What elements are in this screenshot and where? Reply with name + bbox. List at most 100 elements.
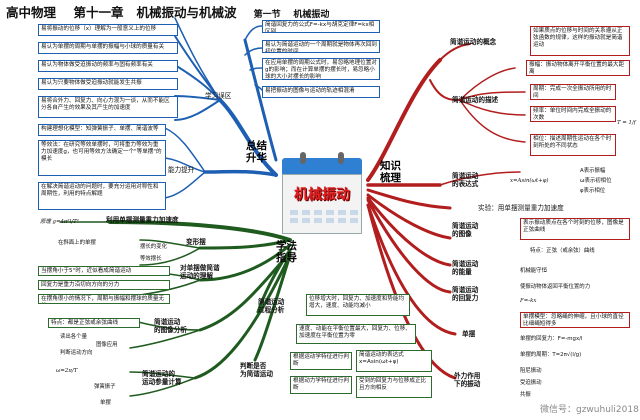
calendar-cell <box>326 218 334 223</box>
graph-analysis-label-line2: 的图像分析 <box>154 326 187 334</box>
restoring-formula: F=-kx <box>520 298 537 304</box>
calendar-cell <box>302 210 310 215</box>
judge-label-line2: 为简谐运动 <box>240 370 273 378</box>
expression-note: A表示振幅 <box>580 168 606 174</box>
understanding-item: 回复力是重力沿切向方向的分力 <box>38 280 170 290</box>
graph-analysis-item: 图像应用 <box>96 342 118 348</box>
judge-label: 判断是否 为简谐运动 <box>240 362 273 378</box>
misconception-item: 易将合外力、回复力、向心力混为一谈，从而不能区分各自产生的效果及其产生的加速度 <box>38 96 178 118</box>
params-label: 简谐运动的 运动参量计算 <box>142 370 182 386</box>
understanding-label: 对单摆做简谐 运动的理解 <box>180 264 220 280</box>
forced-item: 受迫振动 <box>520 380 542 386</box>
graph-label: 简谐运动 的图像 <box>452 222 478 238</box>
misconception-item: 易将振动的位移（x）理解为一般意义上的位移 <box>38 24 178 36</box>
calendar-cell <box>350 210 358 215</box>
branch-summary-line2: 升华 <box>246 152 267 164</box>
page-title: 高中物理 第十一章 机械振动与机械波 第一节 机械振动 <box>6 2 329 20</box>
branch-methods-line2: 指导 <box>276 252 297 264</box>
misconceptions-label: 学习误区 <box>205 92 232 100</box>
description-formula: T = 1/f <box>617 120 636 126</box>
params-label-line1: 简谐运动的 <box>142 370 175 378</box>
calendar-cell <box>350 218 358 223</box>
restoring-label: 简谐运动 的回复力 <box>452 286 478 302</box>
title-section-title: 机械振动 <box>293 10 330 20</box>
expression-label-line2: 的表达式 <box>452 180 479 188</box>
graph-label-line1: 简谐运动 <box>452 222 479 230</box>
branch-summary-line1: 总结 <box>246 140 267 152</box>
description-amplitude: 振幅：振动物体离开平衡位置的最大距离 <box>526 60 630 76</box>
forced-item: 共振 <box>520 392 531 398</box>
process-label: 简谐运动 过程分析 <box>258 298 284 314</box>
params-item: 弹簧振子 <box>94 384 116 390</box>
description-phase: 相位：描述周期性运动在各个时刻所处的不同状态 <box>530 134 616 156</box>
graph-label-line2: 的图像 <box>452 230 472 238</box>
summary-note: 易把振动的图像与运动的轨迹相混淆 <box>262 86 380 98</box>
central-topic-label: 机械振动 <box>294 187 350 203</box>
misconception-item: 易认为只要物体做受迫振动就能发生共振 <box>38 78 178 90</box>
forced-label-line1: 外力作用 <box>454 372 481 380</box>
calendar-cell <box>290 218 298 223</box>
pendulum-label: 单摆 <box>462 330 476 338</box>
process-label-line1: 简谐运动 <box>258 298 285 306</box>
calendar-cell <box>338 210 346 215</box>
experiment-method-label: 利用单摆测量重力加速度 <box>106 216 179 224</box>
concept-label: 简谐运动的概念 <box>450 38 497 46</box>
graph-desc: 表示振动质点在各个时刻的位移，图像是正弦曲线 <box>520 218 630 240</box>
restoring-desc: 使振动物体返回平衡位置的力 <box>520 284 591 290</box>
misconception-item: 易认为单摆的周期与单摆的振幅与小球的质量有关 <box>38 42 178 54</box>
judge-label-line1: 判断是否 <box>240 362 267 370</box>
judge-item: 根据动力学特征进行判断 <box>290 376 352 394</box>
calendar-cell <box>302 218 310 223</box>
misconception-item: 易认为物体做受迫振动的频率与固有频率有关 <box>38 60 178 72</box>
description-frequency: 频率：单位时间内完成全振动的次数 <box>530 106 616 122</box>
judge-item: 根据运动学特征进行判断 <box>290 352 352 370</box>
expression-label: 简谐运动 的表达式 <box>452 172 478 188</box>
process-label-line2: 过程分析 <box>258 306 285 314</box>
branch-methods-line1: 学法 <box>276 240 297 252</box>
pendulum-model: 单摆模型：忽略绳的伸缩，且小球的直径比细绳短得多 <box>520 312 630 328</box>
energy-label-line2: 的能量 <box>452 268 472 276</box>
calendar-cell <box>338 218 346 223</box>
expression-formula: x=Asin(ωt+φ) <box>510 178 549 184</box>
branch-knowledge-line1: 知识 <box>380 160 401 172</box>
energy-label: 简谐运动 的能量 <box>452 260 478 276</box>
central-topic-card: 机械振动 <box>276 150 368 242</box>
ability-item: 构建理想化模型：知弹簧振子、单摆、简谐波等 <box>38 124 166 136</box>
title-subject: 高中物理 <box>6 5 57 20</box>
description-period: 周期：完成一次全振动所用的时间 <box>530 84 616 100</box>
title-chapter: 第十一章 <box>73 5 124 20</box>
title-section: 第一节 <box>253 10 281 20</box>
expression-note: φ表示相位 <box>580 188 606 194</box>
process-item: 速度、动能在平衡位置最大，回复力、位移、加速度在平衡位置为零 <box>296 324 416 344</box>
watermark-text: 微信号：gzwuhuli2018 <box>540 405 639 415</box>
description-label: 简谐运动的描述 <box>452 96 499 104</box>
judge-note: 简谐运动的表达式 x=Asin(ωt+φ) <box>356 350 432 372</box>
graph-feature: 特点：正弦（或余弦）曲线 <box>530 248 595 254</box>
judge-note: 受到的回复力与位移成正比且方向相反 <box>356 376 432 398</box>
summary-note: 简谐回复力的公式F=-kx与胡克定律F=kx相区别 <box>262 20 380 33</box>
pendulum-period: 单摆的周期：T=2π√(l/g) <box>520 352 582 358</box>
calendar-ring-icon <box>338 152 344 164</box>
understanding-label-line1: 对单摆做简谐 <box>180 264 220 272</box>
transform-item: 在斜面上的单摆 <box>58 240 96 246</box>
calendar-header-bar <box>282 158 362 174</box>
pendulum-restoring: 单摆的回复力：F=-mgx/l <box>520 336 583 342</box>
transform-item: 等效摆长 <box>140 256 162 262</box>
transform-item: 摆长的变化 <box>140 244 167 250</box>
params-formula: ω=2π/T <box>56 368 78 374</box>
restoring-label-line1: 简谐运动 <box>452 286 479 294</box>
calendar-cell <box>326 210 334 215</box>
energy-desc: 机械能守恒 <box>520 268 547 274</box>
graph-analysis-label: 简谐运动 的图像分析 <box>154 318 187 334</box>
branch-summary-label: 总结 升华 <box>246 140 267 164</box>
branch-knowledge-label: 知识 梳理 <box>380 160 401 184</box>
transform-label: 变形摆 <box>186 238 206 246</box>
summary-note: 易认为简谐运动的一个周期就是物体再次回到初位置的时间 <box>262 40 380 53</box>
params-label-line2: 运动参量计算 <box>142 378 182 386</box>
forced-label: 外力作用 下的振动 <box>454 372 480 388</box>
title-topic: 机械振动与机械波 <box>136 5 237 20</box>
calendar-cell <box>290 210 298 215</box>
graph-analysis-item: 读出各个量 <box>60 334 87 340</box>
calendar-cell <box>314 210 322 215</box>
